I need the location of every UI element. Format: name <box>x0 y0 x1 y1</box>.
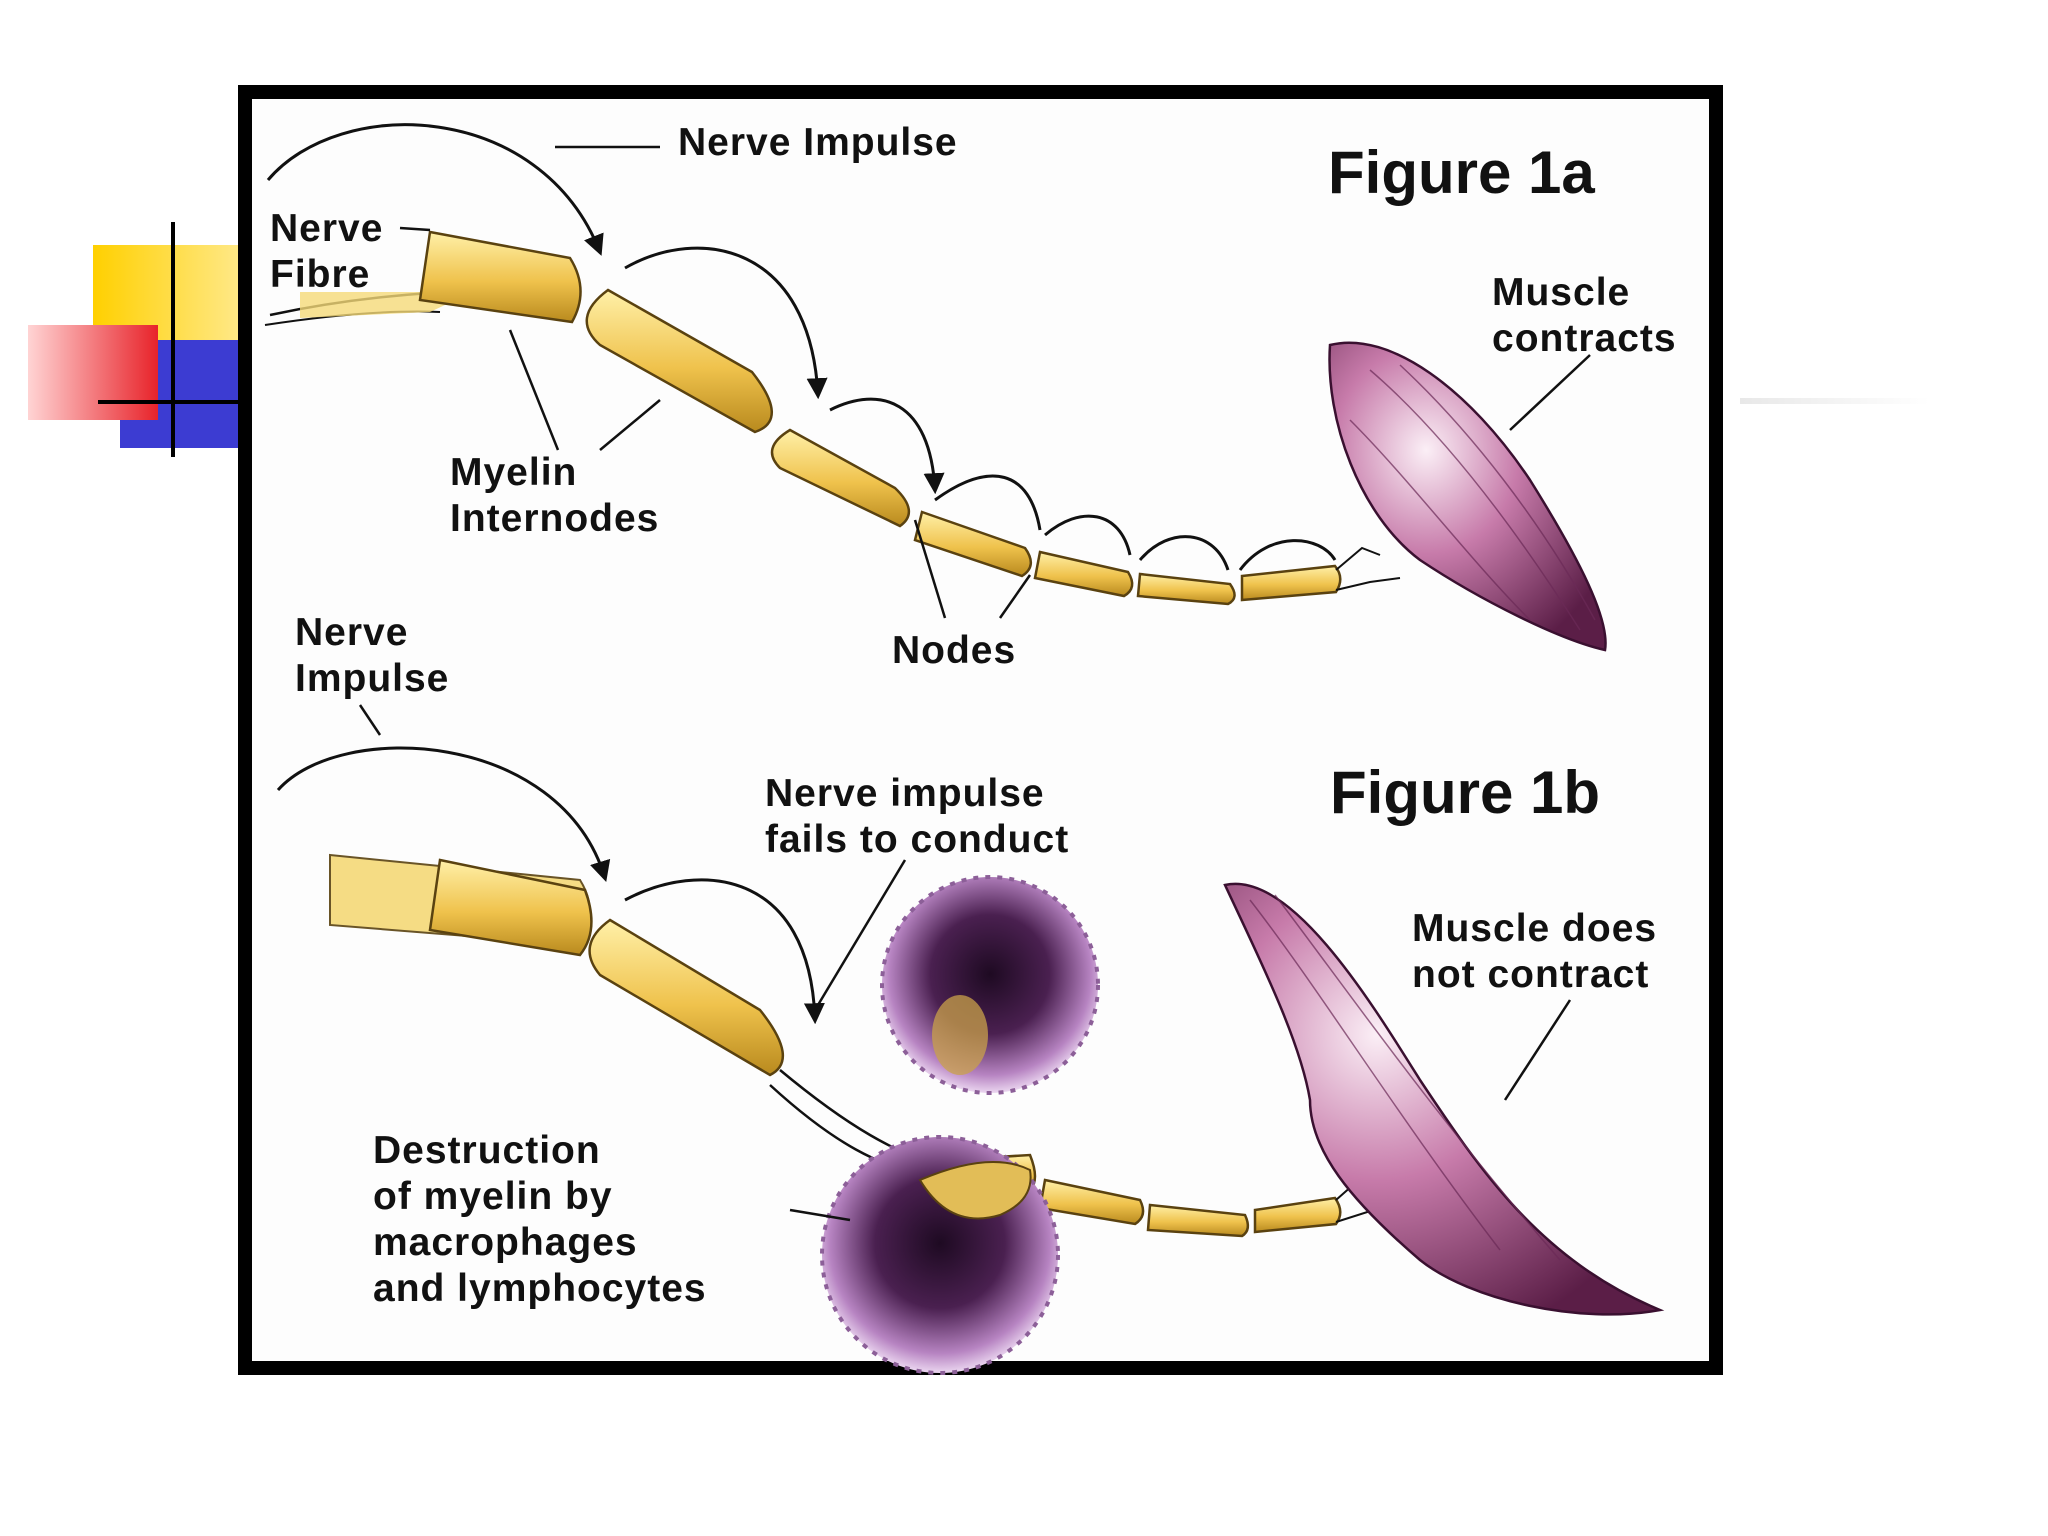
fig1b-pointer-lines <box>358 704 1572 1222</box>
label-nerve-impulse-lower: Nerve Impulse <box>295 611 450 700</box>
accent-vertical-line <box>171 222 175 457</box>
fig1b-impulse-arcs <box>276 746 825 1025</box>
myelin-segment <box>1136 572 1236 606</box>
myelin-segment <box>428 858 593 957</box>
figure-1a-title: Figure 1a <box>1328 139 1595 206</box>
fig1a-myelin-segments <box>418 230 1342 606</box>
myelin-segment <box>588 918 785 1077</box>
fig1a-muscle <box>1328 341 1607 652</box>
myelin-segment <box>913 510 1032 578</box>
macrophage-cell-upper <box>880 875 1100 1095</box>
fig1a-pointer-lines <box>399 145 1591 619</box>
label-nodes: Nodes <box>892 629 1017 672</box>
myelin-segment <box>770 428 910 528</box>
accent-rule-line <box>1740 398 1930 404</box>
label-muscle-contracts: Muscle contracts <box>1492 271 1677 360</box>
myelin-segment <box>1146 1203 1250 1238</box>
myelin-segment <box>1240 564 1342 602</box>
label-destruction-of-myelin: Destruction of myelin by macrophages and… <box>373 1129 707 1310</box>
myelin-segment <box>418 230 582 324</box>
fig1b-muscle-fibres <box>1249 894 1561 1261</box>
myelin-segment <box>1253 1196 1342 1234</box>
figure-1b-title: Figure 1b <box>1330 759 1601 826</box>
label-nerve-impulse-top: Nerve Impulse <box>678 121 958 164</box>
myelin-segment <box>1038 1178 1145 1226</box>
accent-red-square <box>28 325 158 420</box>
fig1b-muscle <box>1223 882 1665 1316</box>
fig1a-impulse-arcs <box>266 123 1337 571</box>
myelin-segment <box>585 288 773 434</box>
label-nerve-fibre: Nerve Fibre <box>270 207 384 296</box>
macrophage-cell-lower <box>820 1135 1060 1375</box>
label-myelin-internodes: Myelin Internodes <box>450 451 660 540</box>
fig1a-muscle-fibres <box>1349 364 1596 631</box>
fig1a-nerve-fibre <box>264 230 1401 606</box>
accent-horizontal-line <box>98 400 243 404</box>
myelin-segment <box>1033 550 1134 598</box>
label-fails-to-conduct: Nerve impulse fails to conduct <box>765 772 1070 861</box>
label-muscle-does-not-contract: Muscle does not contract <box>1412 907 1658 996</box>
